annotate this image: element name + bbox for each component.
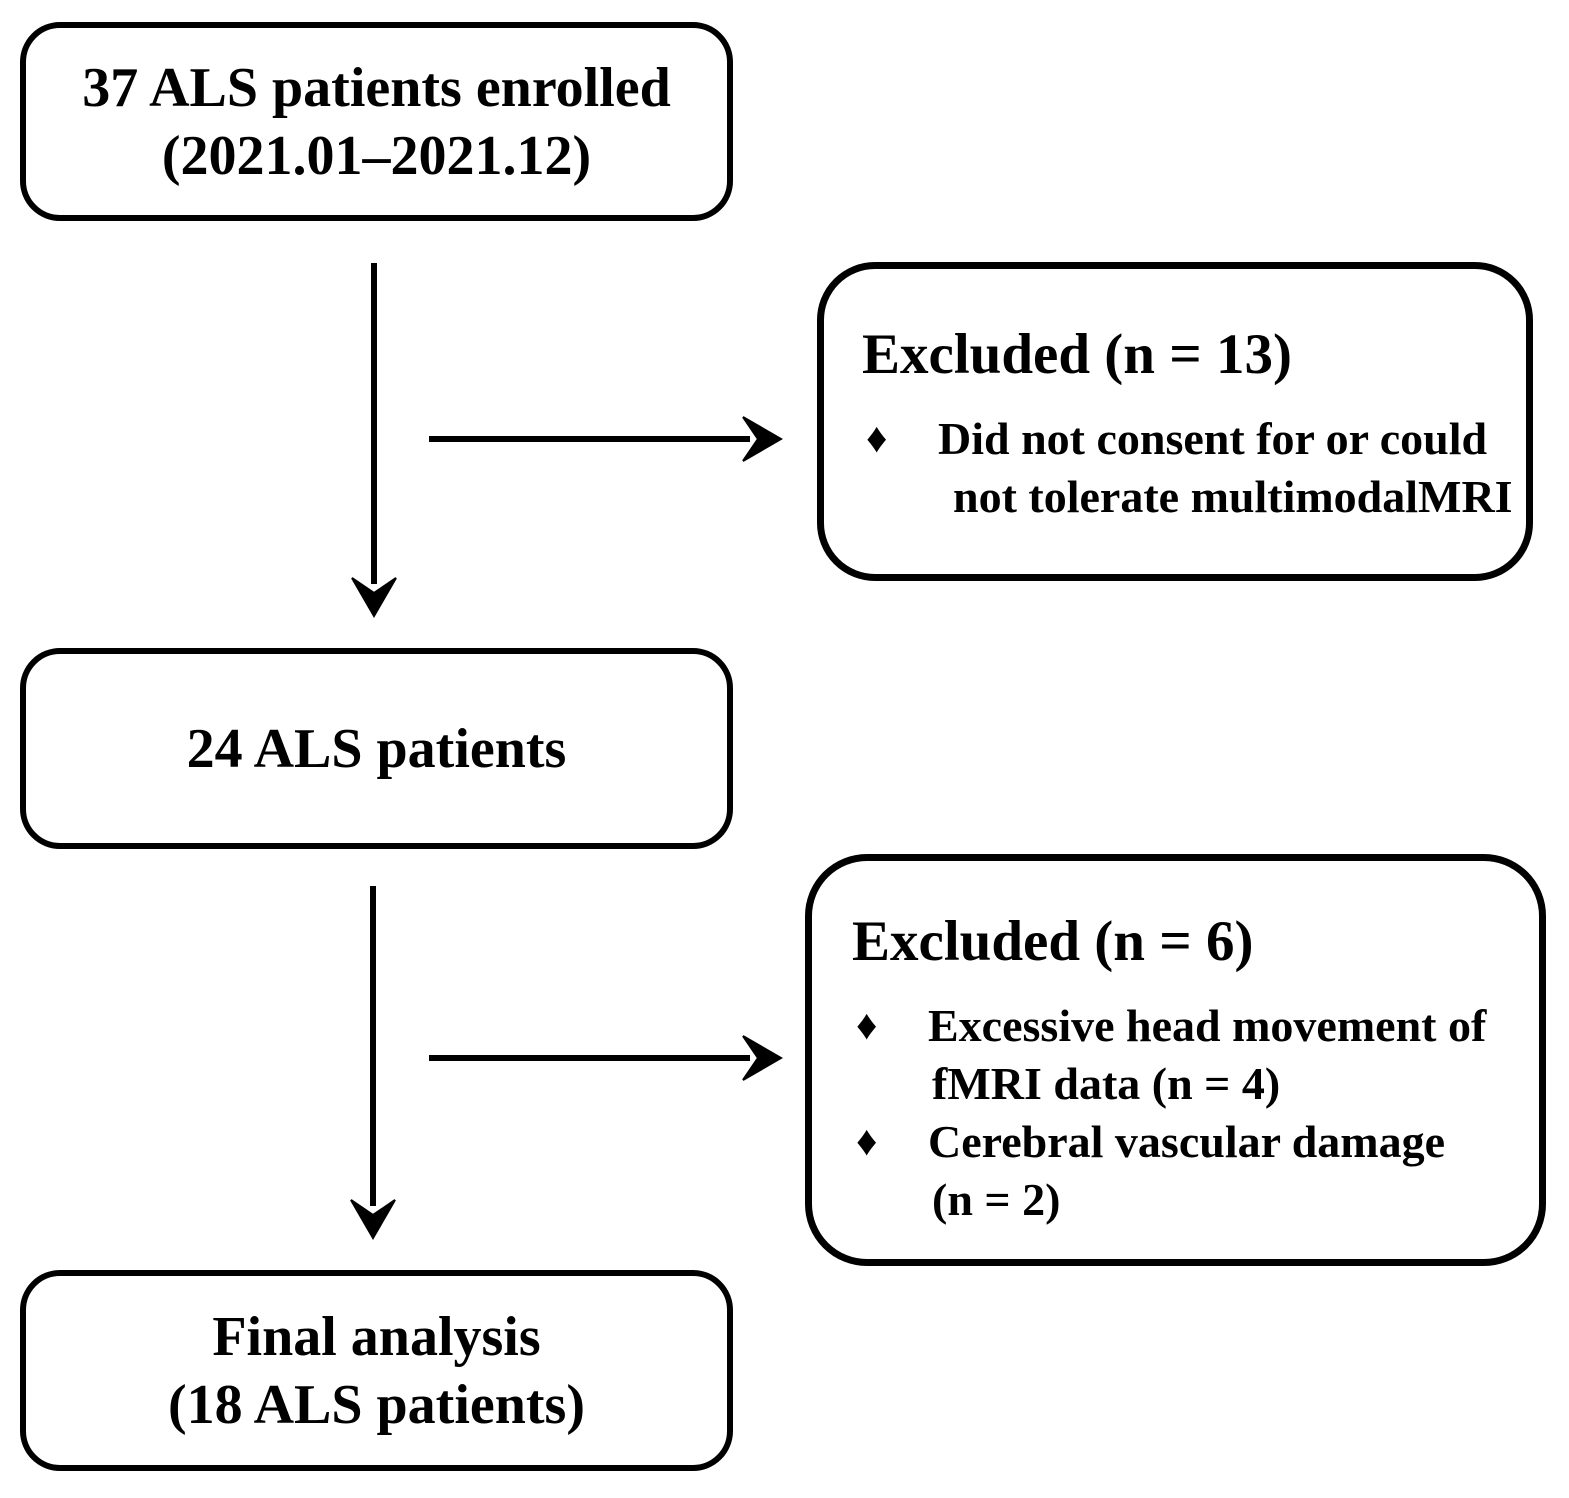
excluded-n13-bullet-list: ♦ Did not consent for or could not toler… — [862, 410, 1513, 526]
bullet-line-2: fMRI data (n = 4) — [932, 1058, 1281, 1109]
excluded-n6-bullet-list: ♦ Excessive head movement of fMRI data (… — [852, 997, 1523, 1229]
diamond-bullet-icon: ♦ — [856, 1003, 878, 1049]
excluded-n6-title: Excluded (n = 6) — [852, 910, 1254, 973]
bullet-line-1: Excessive head movement of — [928, 1000, 1487, 1051]
arrow-24-patients-to-final — [350, 886, 396, 1240]
box-24-als-patients: 24 ALS patients — [20, 648, 733, 849]
diamond-bullet-icon: ♦ — [866, 416, 888, 462]
arrow-to-excluded-n13 — [429, 416, 783, 462]
box-enrolled-patients: 37 ALS patients enrolled (2021.01–2021.1… — [20, 22, 733, 221]
bullet-line-2: (n = 2) — [932, 1174, 1061, 1225]
diamond-bullet-icon: ♦ — [856, 1119, 878, 1165]
list-item: ♦ Excessive head movement of fMRI data (… — [852, 997, 1523, 1113]
final-line-1: Final analysis — [212, 1305, 541, 1368]
final-line-2: (18 ALS patients) — [168, 1373, 585, 1436]
enrolled-line-1: 37 ALS patients enrolled — [82, 56, 671, 119]
excluded-n13-title: Excluded (n = 13) — [862, 323, 1292, 386]
list-item: ♦ Did not consent for or could not toler… — [862, 410, 1513, 526]
bullet-line-1: Did not consent for or could — [938, 413, 1488, 464]
box-excluded-n6: Excluded (n = 6) ♦ Excessive head moveme… — [805, 854, 1546, 1266]
bullet-text: Did not consent for or could not tolerat… — [938, 410, 1513, 526]
bullet-line-2: not tolerate multimodalMRI — [953, 471, 1513, 522]
arrow-enrolled-to-24-patients — [351, 263, 397, 618]
arrow-to-excluded-n6 — [429, 1035, 783, 1081]
box-final-analysis: Final analysis (18 ALS patients) — [20, 1270, 733, 1471]
bullet-text: Cerebral vascular damage (n = 2) — [928, 1113, 1523, 1229]
interim-label: 24 ALS patients — [186, 717, 567, 780]
enrolled-line-2: (2021.01–2021.12) — [161, 124, 592, 187]
bullet-text: Excessive head movement of fMRI data (n … — [928, 997, 1523, 1113]
box-excluded-n13: Excluded (n = 13) ♦ Did not consent for … — [817, 262, 1533, 581]
bullet-line-1: Cerebral vascular damage — [928, 1116, 1446, 1167]
list-item: ♦ Cerebral vascular damage (n = 2) — [852, 1113, 1523, 1229]
